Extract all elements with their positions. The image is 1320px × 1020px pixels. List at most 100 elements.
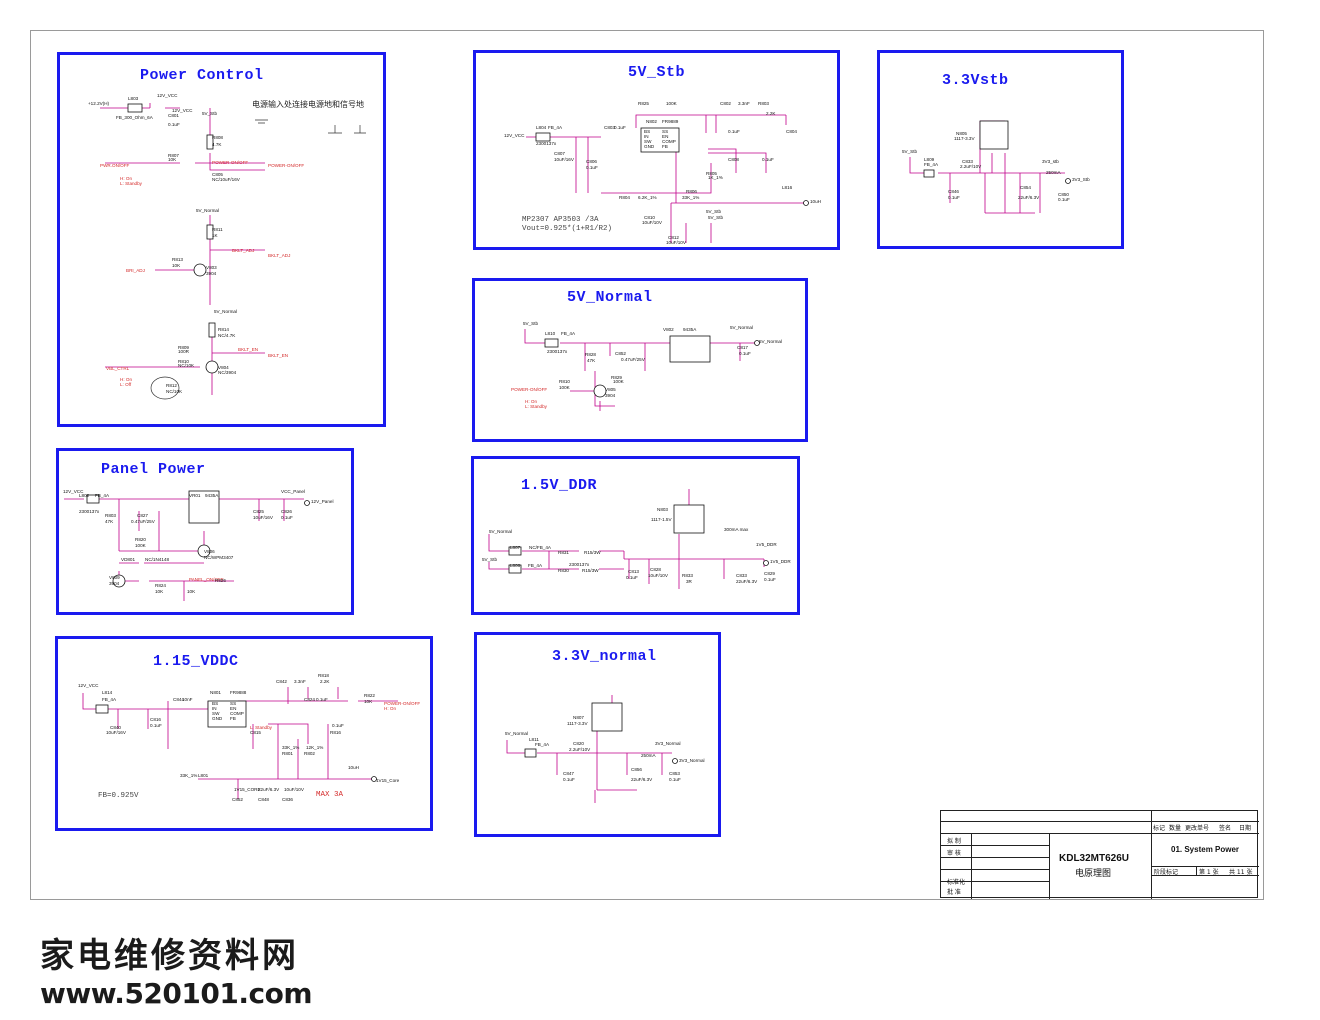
document-type: 电原理图 [1075,869,1112,879]
component-label: VCC_Panel [281,489,305,494]
component-label: C824 [304,697,315,702]
component-label: 0.47uF/25V [621,357,646,362]
drawing-title-block: 标记 数量 更改单号 签名 日期 拟 制 审 核 标准化 批 准 KDL32MT… [940,810,1259,899]
power-control-circuit: 电源输入处连接电源地和信号地 +12.2V(H)L803FB_300_Ohm_6… [88,93,366,400]
component-label: L: Standby [120,181,143,186]
component-label: FB_4A [548,125,563,130]
component-label: C813 [628,569,639,574]
component-label: 5V_Stb [523,321,539,326]
component-label: VBL_CTRL [106,366,130,371]
component-label: PANEL_ON/OFF [189,577,224,582]
component-label: N802 [646,119,657,124]
component-label: 0.1uF [669,777,681,782]
component-label: 10uF/10V [648,573,669,578]
block-title: 5V_Stb [628,64,686,81]
component-label: 10uF/16V [106,730,127,735]
component-label: 3R [686,579,693,584]
component-label: GND [212,716,223,721]
component-label: 250mA [641,753,656,758]
model-number: KDL32MT626U [1059,853,1130,864]
component-label: L806 [510,563,521,568]
component-label: H: On [525,399,537,404]
component-label: C805 [212,172,223,177]
component-label: C833 [962,159,973,164]
component-label: EN [662,134,668,139]
component-label: 1V5_DDR [770,559,791,564]
component-label: L807 [510,545,521,550]
component-label: 10nF [182,697,193,702]
component-label: R816 [330,730,341,735]
component-label: IN [212,706,217,711]
component-label: R15/3W [582,568,599,573]
row-approved: 批 准 [947,889,961,896]
component-label: 2.2K [766,111,776,116]
component-label: 1V5_DDR [756,542,777,547]
component-label: R804 [619,195,630,200]
component-label: FB [662,144,668,149]
component-label: 0.1uF [586,165,598,170]
component-label: 22uF/6.3V [1018,195,1040,200]
component-label: L816 [782,185,793,190]
component-label: 3904 [206,271,217,276]
component-label: R807 [168,153,179,158]
component-label: C842 [276,679,287,684]
component-label: 10uH [348,765,359,770]
component-label: NC/3904 [218,370,237,375]
component-label: POWER-ON/OFF [384,701,420,706]
component-label: FB_4A [924,162,939,167]
component-label: PWR.ON/OFF [100,163,130,168]
component-label: 5V_Stb [706,209,722,214]
component-label: 1117-3.3V [567,721,588,726]
header-date: 日期 [1239,825,1252,832]
component-label: 1K_1% [708,175,723,180]
component-label: SW [212,711,220,716]
component-label: BS [644,129,650,134]
component-label: 100K [666,101,678,106]
component-label: FB [230,716,236,721]
component-label: 0.1uF [150,723,162,728]
component-label: 22uF/6.3V [631,777,653,782]
component-label: C828 [650,567,661,572]
component-label: L809 [924,157,935,162]
component-label: C847 [563,771,574,776]
component-label: VR01 [189,493,201,498]
component-label: C852 [615,351,626,356]
component-label: L802 [79,493,90,498]
total-pages: 共 11 张 [1229,869,1253,876]
component-label: 12K_1% [306,745,323,750]
component-label: V809 [109,575,120,580]
component-label: 2300137x [569,562,590,567]
component-label: R813 [172,257,183,262]
component-label: R803 [758,101,769,106]
component-label: COMP [662,139,676,144]
component-label: FR9888 [230,690,247,695]
component-label: 47K [105,519,114,524]
component-label: C833 [736,573,747,578]
component-label: 12V_Panel [311,499,333,504]
component-label: 5V_Stb [202,111,218,116]
component-label: COMP [230,711,244,716]
component-label: 3V3_Stb [1072,177,1090,182]
component-label: C816 [150,717,161,722]
component-label: 2.2K [320,679,330,684]
component-label: 22uF/6.3V [258,787,280,792]
component-label: 0.1uF [1058,197,1070,202]
component-label: 5V_Normal [759,339,782,344]
component-label: 12V_VCC [78,683,99,688]
component-label: C840 [110,725,121,730]
component-label: 4.7K [212,142,222,147]
component-label: V802 [663,327,674,332]
component-label: FB_4A [95,493,110,498]
component-label: 0.1uF [281,515,293,520]
component-label: R825 [638,101,649,106]
component-label: 0.1uF [948,195,960,200]
component-label: L803 [128,96,139,101]
component-label: 12V_VCC [504,133,525,138]
component-label: NC/4.7K [218,333,236,338]
watermark-site-name: 家电维修资料网 [40,936,299,976]
component-label: C854 [1020,185,1031,190]
component-label: R803 [105,513,116,518]
